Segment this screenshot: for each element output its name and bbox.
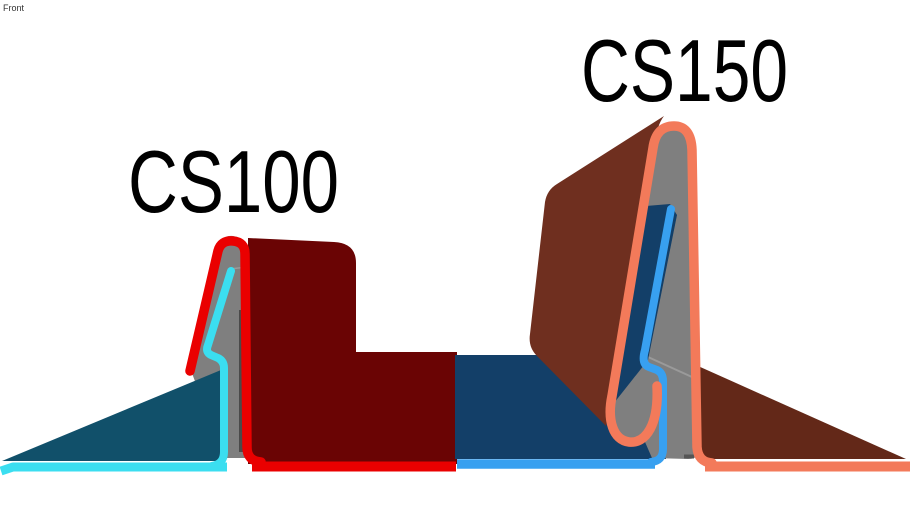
cs150-facet-line [647, 356, 693, 378]
cs150-cleat-outline [639, 205, 675, 466]
cs100-cleat-outline [203, 267, 235, 470]
cs150-profile-outline [605, 121, 717, 468]
cs150-right-top-face [698, 366, 906, 459]
cs100-cleat-bottom-band [0, 462, 227, 476]
cs150-label: CS150 [581, 21, 788, 120]
cs150-extruded-panel [529, 116, 664, 426]
cs100-extruded-body [248, 238, 457, 464]
cs100-label: CS100 [128, 132, 339, 231]
cs100-profile-outline [185, 236, 266, 467]
cs100-cleat-top-face [2, 370, 221, 461]
view-name-label: Front [3, 3, 25, 13]
